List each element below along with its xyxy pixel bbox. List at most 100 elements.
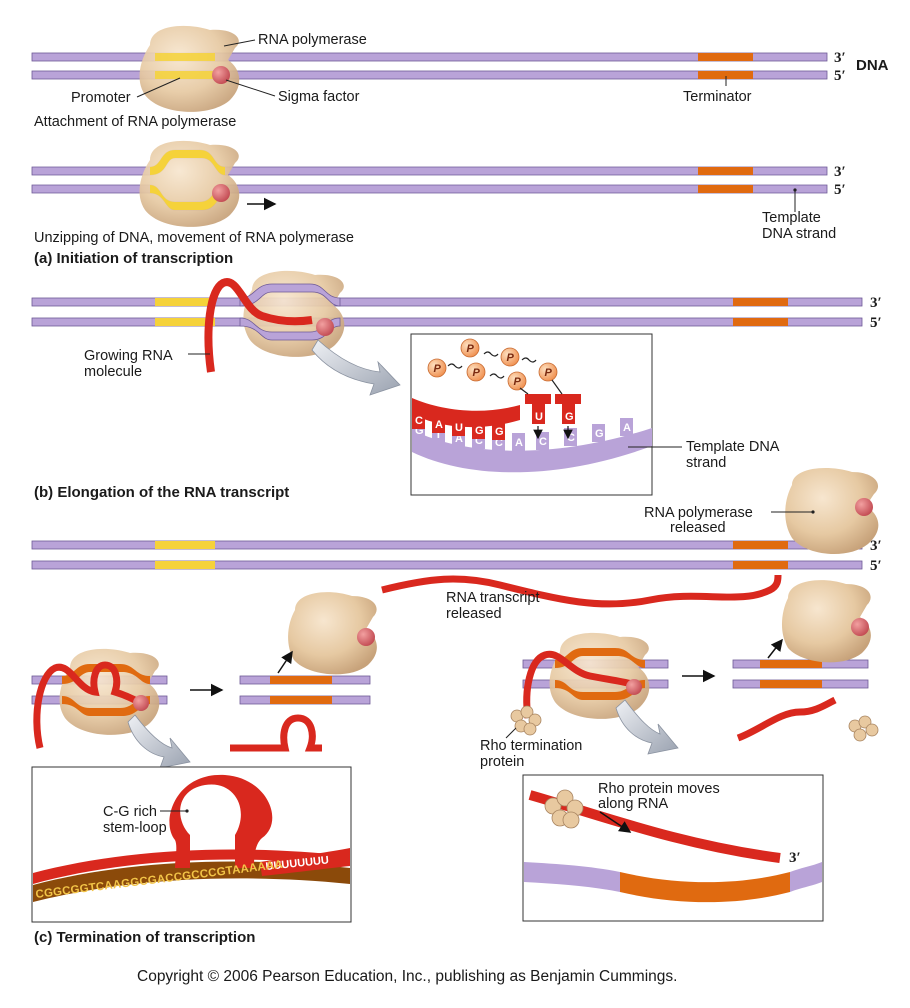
terminator-top	[270, 676, 332, 684]
label-template-dna-b-2: strand	[686, 455, 726, 471]
section-a-title: (a) Initiation of transcription	[34, 250, 233, 267]
label-3prime: 3′	[789, 850, 801, 866]
terminator-bubble-top	[555, 648, 645, 668]
released-rna	[736, 696, 837, 742]
rna-polymerase-shape	[139, 25, 240, 112]
rna-polymerase-shape	[59, 648, 160, 735]
label-unzipping: Unzipping of DNA, movement of RNA polyme…	[34, 230, 354, 246]
sigma-factor-shape	[626, 679, 642, 695]
growing-rna-strand	[204, 278, 313, 373]
dna-base-letter: G	[415, 425, 424, 437]
label-sigma-factor: Sigma factor	[278, 89, 360, 105]
rna-base-tile: U	[452, 418, 465, 436]
label-transcript-released-1: RNA transcript	[446, 590, 539, 606]
sigma-factor-shape	[212, 184, 230, 202]
dna-base-tile: A	[620, 418, 633, 436]
rho-dependent-termination: Rho termination protein	[480, 580, 879, 770]
terminator-top	[698, 167, 753, 175]
panel-a-unzipping: 3′ 5′ Template DNA strand Unzipping of D…	[31, 140, 846, 267]
dna-bubble-top	[239, 283, 341, 307]
phosphate-group: P	[500, 347, 520, 367]
label-cg-stem-loop-2: stem-loop	[103, 820, 167, 836]
label-polymerase-released-1: RNA polymerase	[644, 505, 753, 521]
released-rho-protein	[848, 715, 879, 742]
dna-bubble-bottom	[239, 317, 341, 341]
rna-base-letter: U	[455, 422, 463, 434]
stem-loop-inset: UUUUUUUU CGGCGGTCAAGGCGACCGCCCGTAAAAAA C…	[31, 766, 352, 923]
label-5prime: 5′	[834, 68, 846, 84]
phosphate-label: P	[434, 363, 442, 375]
promoter-bottom	[155, 561, 215, 569]
promoter-open-top	[150, 150, 225, 175]
terminator-top	[698, 53, 753, 61]
dna-base-letter: T	[435, 429, 442, 441]
sigma-factor-shape	[851, 618, 869, 636]
released-polymerase	[785, 468, 879, 555]
label-5prime: 5′	[834, 182, 846, 198]
rho-direction-arrow	[599, 811, 632, 833]
copyright-notice: Copyright © 2006 Pearson Education, Inc.…	[137, 968, 677, 985]
promoter-top	[155, 541, 215, 549]
dna-base-letter: A	[515, 437, 523, 449]
promoter-bottom-over	[155, 71, 215, 79]
label-rho-protein-2: protein	[480, 754, 524, 770]
rna-strand	[523, 650, 633, 719]
label-3prime: 3′	[870, 538, 882, 554]
label-promoter: Promoter	[71, 90, 131, 106]
dna-bottom-strand	[31, 70, 828, 80]
sigma-factor-shape	[855, 498, 873, 516]
phosphate-group: P	[507, 371, 527, 391]
promoter-top-over	[155, 53, 215, 61]
released-polymerase	[288, 592, 377, 675]
label-rho-protein-1: Rho termination	[480, 738, 582, 754]
label-5prime: 5′	[870, 558, 882, 574]
terminator-bubble-bottom	[62, 696, 150, 716]
phosphate-label: P	[507, 352, 515, 364]
terminator-top	[733, 298, 788, 306]
dna-base-letter: C	[475, 435, 483, 447]
terminator-bottom	[733, 318, 788, 326]
incoming-nucleotide: G	[555, 394, 581, 440]
panel-a-attachment: RNA polymerase 3′ DNA 5′ Promoter Sigma …	[31, 25, 889, 130]
inset-dna-strand-highlight	[33, 849, 350, 884]
label-template-1: Template	[762, 210, 821, 226]
label-template-dna-b-1: Template DNA	[686, 439, 780, 455]
phosphate-group: P	[538, 362, 558, 382]
dna-base-letter: A	[623, 422, 631, 434]
dna-bottom-strand	[31, 317, 863, 327]
rna-base-letter: C	[415, 415, 423, 427]
zoom-arrow	[311, 339, 401, 396]
label-rho-moves-1: Rho protein moves	[598, 781, 720, 797]
release-arrow	[277, 650, 293, 674]
label-3prime: 3′	[834, 164, 846, 180]
dna-base-letter: G	[595, 428, 604, 440]
label-transcript-released-2: released	[446, 606, 502, 622]
label-rna-polymerase: RNA polymerase	[258, 32, 367, 48]
label-growing-rna-2: molecule	[84, 364, 142, 380]
rna-hairpin-strand	[33, 661, 142, 749]
released-polymerase	[781, 580, 871, 663]
rna-base-tile: A	[432, 415, 445, 433]
phosphate-group: P	[466, 362, 486, 382]
panel-c-termination: 3′ 5′ RNA polymerase released RNA transc…	[31, 468, 882, 946]
label-rho-moves-2: along RNA	[598, 796, 668, 812]
promoter-top	[155, 298, 215, 306]
phosphate-label: P	[467, 343, 475, 355]
rna-base-letter: G	[495, 426, 504, 438]
label-growing-rna-1: Growing RNA	[84, 348, 173, 364]
section-b-title: (b) Elongation of the RNA transcript	[34, 484, 289, 501]
dna-base-letter: C	[495, 437, 503, 449]
dna-base-letter: A	[455, 433, 463, 445]
label-3prime: 3′	[834, 50, 846, 66]
terminator-bottom	[698, 71, 753, 79]
stem-loop-rna	[169, 774, 273, 868]
phosphate-label: P	[473, 367, 481, 379]
incoming-nucleotide: U	[525, 394, 551, 440]
released-hairpin-rna	[230, 714, 322, 752]
rho-protein-shape	[544, 789, 584, 829]
